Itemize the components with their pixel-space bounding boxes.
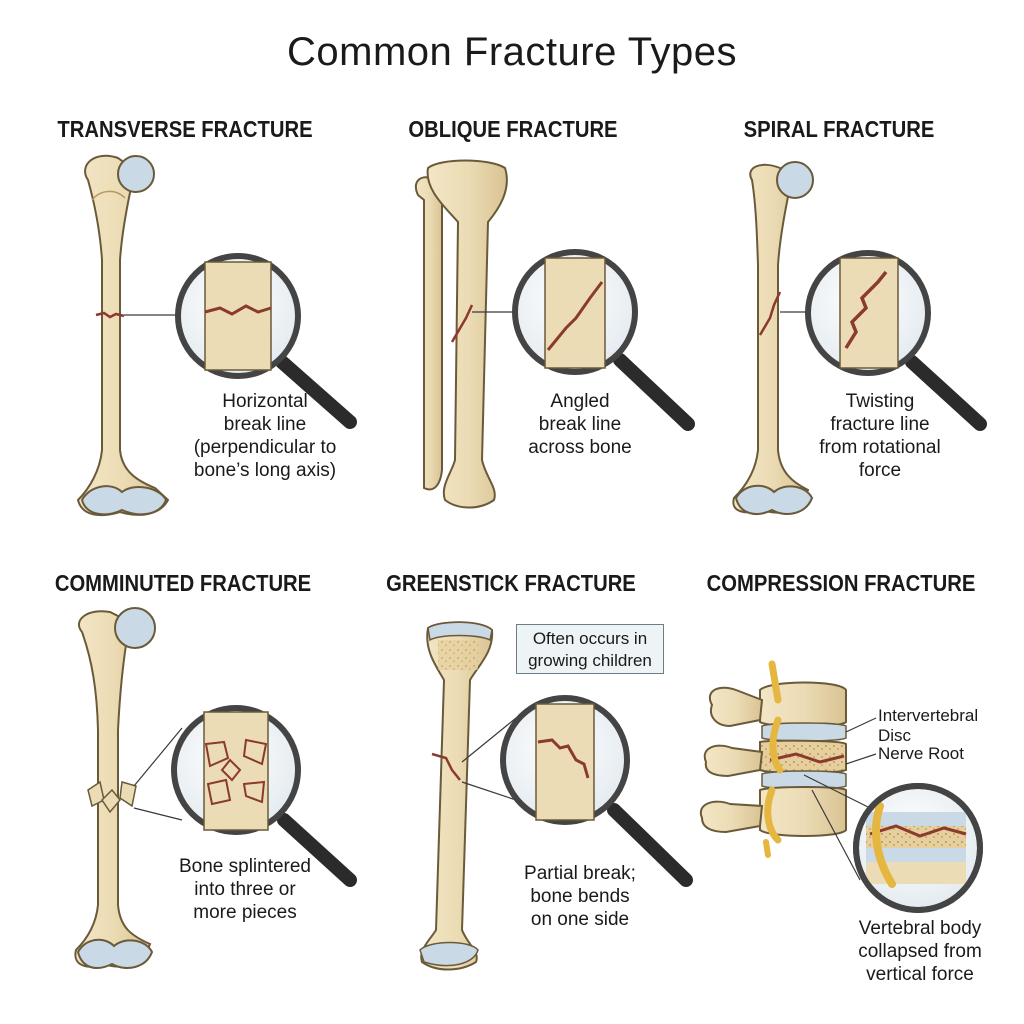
caption-comminuted: Bone splintered into three or more piece… xyxy=(160,855,330,924)
caption-compression: Vertebral body collapsed from vertical f… xyxy=(840,917,1000,986)
caption-line: force xyxy=(858,460,902,481)
magnifier-spiral xyxy=(805,250,987,431)
caption-greenstick: Partial break; bone bends on one side xyxy=(500,862,660,931)
magnifier-oblique xyxy=(512,249,695,431)
caption-line: more pieces xyxy=(193,902,297,923)
label-line: Intervertebral xyxy=(878,706,979,725)
caption-spiral: Twisting fracture line from rotational f… xyxy=(795,390,965,482)
caption-line: Bone splintered xyxy=(178,856,312,877)
heading-compression: COMPRESSION FRACTURE xyxy=(706,570,976,596)
femur-spiral xyxy=(732,161,814,515)
caption-line: break line xyxy=(223,414,307,435)
caption-line: Partial break; xyxy=(524,863,636,884)
caption-transverse: Horizontal break line (perpendicular to … xyxy=(170,390,360,482)
heading-greenstick: GREENSTICK FRACTURE xyxy=(386,570,636,596)
caption-line: Horizontal xyxy=(222,391,308,412)
caption-line: break line xyxy=(538,414,622,435)
magnifier-comminuted xyxy=(171,705,357,887)
heading-transverse: TRANSVERSE FRACTURE xyxy=(57,116,313,142)
magnifier-greenstick xyxy=(500,695,693,887)
caption-line: on one side xyxy=(530,909,630,930)
vertebral-column xyxy=(699,660,877,881)
caption-line: Angled xyxy=(550,391,610,412)
note-line: growing children xyxy=(528,651,652,670)
greenstick-note: Often occurs in growing children xyxy=(516,624,664,674)
femur-comminuted xyxy=(74,607,183,969)
caption-line: bone’s long axis) xyxy=(193,460,337,481)
bone-greenstick xyxy=(419,621,517,971)
magnifier-transverse xyxy=(175,253,357,429)
magnifier-compression xyxy=(853,783,983,913)
label-nerve-root: Nerve Root xyxy=(878,744,964,763)
heading-spiral: SPIRAL FRACTURE xyxy=(743,116,935,142)
caption-line: Twisting xyxy=(845,391,915,412)
tibia-oblique xyxy=(414,159,516,509)
caption-line: vertical force xyxy=(866,964,974,985)
label-line: Disc xyxy=(878,726,912,745)
caption-line: fracture line xyxy=(830,414,930,435)
heading-oblique: OBLIQUE FRACTURE xyxy=(408,116,618,142)
caption-line: into three or xyxy=(194,879,296,900)
femur-transverse xyxy=(76,154,178,517)
label-intervertebral-disc: Intervertebral Disc xyxy=(878,706,978,746)
caption-line: bone bends xyxy=(530,886,630,907)
heading-comminuted: COMMINUTED FRACTURE xyxy=(54,570,312,596)
note-line: Often occurs in xyxy=(532,629,648,648)
caption-line: from rotational xyxy=(819,437,941,458)
page-title: Common Fracture Types xyxy=(287,30,737,74)
caption-line: Vertebral body xyxy=(858,918,982,939)
caption-oblique: Angled break line across bone xyxy=(500,390,660,459)
caption-line: collapsed from xyxy=(858,941,982,962)
caption-line: (perpendicular to xyxy=(193,437,337,458)
caption-line: across bone xyxy=(528,437,632,458)
